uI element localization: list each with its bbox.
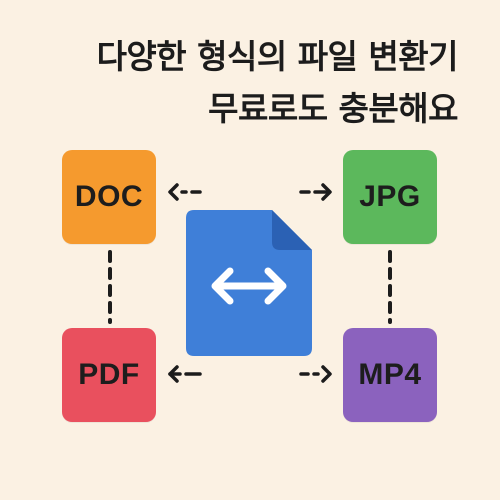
format-tile-mp4: MP4 [343, 328, 437, 422]
format-label-doc: DOC [74, 180, 144, 213]
arrow-left-to-pdf-icon [168, 365, 202, 383]
dashed-connector-right [388, 250, 392, 324]
format-label-pdf: PDF [78, 358, 140, 391]
double-arrow-icon [211, 267, 287, 305]
format-label-jpg: JPG [359, 180, 421, 213]
format-tile-doc: DOC [62, 150, 156, 244]
file-convert-icon [186, 210, 312, 356]
headline-line-2: 무료로도 충분해요 [208, 89, 458, 128]
format-label-mp4: MP4 [358, 358, 422, 391]
arrow-left-to-doc-icon [168, 183, 202, 201]
arrow-right-to-mp4-icon [299, 365, 332, 383]
arrow-right-to-jpg-icon [299, 183, 332, 201]
headline-line-1: 다양한 형식의 파일 변환기 [96, 37, 459, 76]
format-tile-jpg: JPG [343, 150, 437, 244]
format-tile-pdf: PDF [62, 328, 156, 422]
dashed-connector-left [108, 250, 112, 324]
